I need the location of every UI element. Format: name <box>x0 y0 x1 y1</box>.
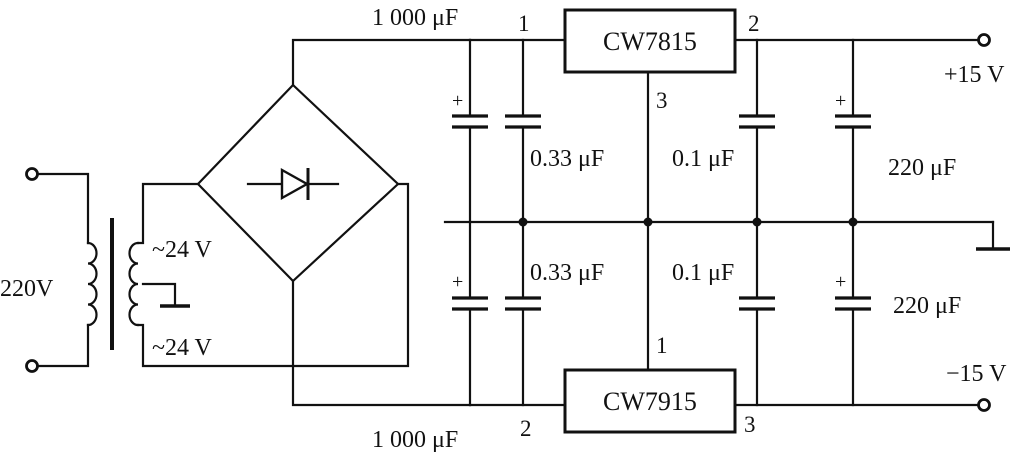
output-terminal-positive <box>977 33 991 47</box>
pin-label: 1 <box>656 333 668 358</box>
output-terminal-negative <box>977 398 991 412</box>
junction-dot <box>848 217 858 227</box>
cap-label-in-top: 0.33 μF <box>530 146 604 172</box>
pin-label: 2 <box>748 11 760 36</box>
bridge-rectifier <box>196 38 472 407</box>
junction-dot <box>752 217 762 227</box>
cap-label-out-top: 0.1 μF <box>672 146 734 172</box>
diode-icon <box>280 167 310 201</box>
secondary-connections: ~24 V ~24 V <box>136 182 410 368</box>
secondary-voltage-lower: ~24 V <box>152 335 213 361</box>
polarity-mark: + <box>835 90 846 112</box>
pin-label: 3 <box>656 88 668 113</box>
ac-input: 220V <box>0 167 140 373</box>
junction-dot <box>518 217 528 227</box>
input-terminal-top <box>25 167 39 181</box>
pin-label: 1 <box>518 11 530 36</box>
cap-label-filter-top: 1 000 μF <box>372 5 458 31</box>
polarity-mark: + <box>835 271 846 293</box>
input-terminal-bottom <box>25 359 39 373</box>
outputs: +15 V −15 V <box>944 33 1007 412</box>
regulator-cw7915: CW7915 1 2 3 <box>520 333 756 441</box>
capacitors: + + + + <box>452 38 871 407</box>
cap-label-bulk-top: 220 μF <box>888 155 956 181</box>
cap-label-out-bottom: 0.1 μF <box>672 260 734 286</box>
primary-winding <box>86 241 98 327</box>
output-negative-label: −15 V <box>946 361 1007 387</box>
secondary-voltage-upper: ~24 V <box>152 237 213 263</box>
regulator-positive-name: CW7815 <box>603 27 697 56</box>
regulator-cw7815: CW7815 1 2 3 <box>518 8 760 113</box>
rails <box>443 38 1010 407</box>
polarity-mark: + <box>452 90 463 112</box>
secondary-winding <box>128 241 140 327</box>
cap-label-bulk-bottom: 220 μF <box>893 293 961 319</box>
cap-label-in-bottom: 0.33 μF <box>530 260 604 286</box>
cap-label-filter-bottom: 1 000 μF <box>372 427 458 453</box>
junctions <box>518 217 858 227</box>
polarity-mark: + <box>452 271 463 293</box>
junction-dot <box>643 217 653 227</box>
output-positive-label: +15 V <box>944 62 1005 88</box>
pin-label: 3 <box>744 412 756 437</box>
input-voltage-label: 220V <box>0 276 54 302</box>
pin-label: 2 <box>520 416 532 441</box>
regulator-negative-name: CW7915 <box>603 387 697 416</box>
capacitor-labels: 1 000 μF 1 000 μF 0.33 μF 0.33 μF 0.1 μF… <box>372 5 961 453</box>
